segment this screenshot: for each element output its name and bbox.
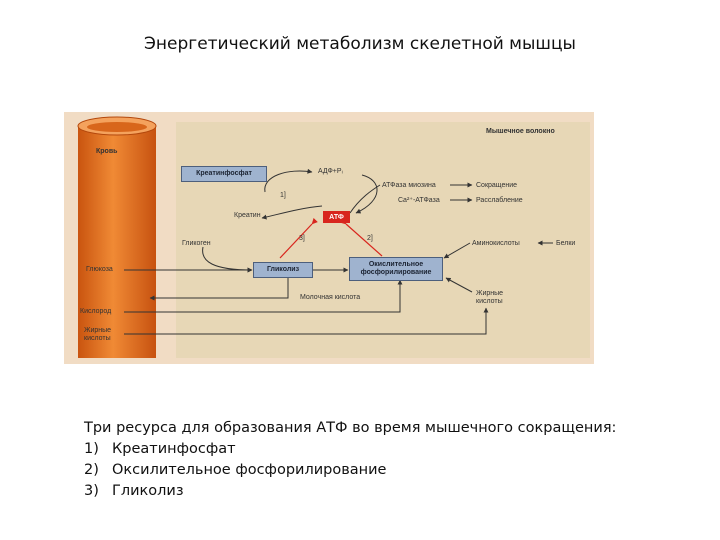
muscle-fiber-panel — [176, 122, 590, 358]
atp-box: АТФ — [323, 211, 350, 223]
caption-item-text: Гликолиз — [112, 483, 184, 499]
arrow-fatty-acids-to-oxphos — [445, 277, 473, 293]
creatine-phosphate-box: Креатинфосфат — [181, 166, 267, 182]
caption-item-text: Оксилительное фосфорилирование — [112, 462, 387, 478]
glycogen-label: Гликоген — [182, 240, 211, 247]
arrow-to-creatine — [261, 205, 323, 220]
blood-vessel — [77, 116, 157, 358]
fatty-acids-blood-label: Жирные кислоты — [84, 327, 111, 344]
vessel-label: Кровь — [96, 148, 118, 155]
page-title: Энергетический метаболизм скелетной мышц… — [144, 34, 576, 54]
glycolysis-box: Гликолиз — [253, 262, 313, 278]
step-2-label: 2] — [367, 235, 373, 242]
ca-atpase-label: Ca²⁺-АТФаза — [398, 197, 440, 204]
fatty-acids-blood-line-1: Жирные — [84, 327, 112, 334]
adp-pi-label: АДФ+Pᵢ — [318, 168, 343, 175]
caption-item-3: 3) Гликолиз — [84, 481, 616, 502]
caption-item-1: 1) Креатинфосфат — [84, 439, 616, 460]
fatty-acids-fiber-line-2: кислоты — [476, 298, 503, 306]
arrow-atp-to-atpase — [349, 184, 381, 214]
glucose-label: Глюкоза — [86, 266, 113, 273]
oxphos-line-1: Окислительное — [368, 260, 424, 268]
myosin-atpase-label: АТФаза миозина — [382, 182, 436, 189]
fiber-label: Мышечное волокно — [486, 128, 555, 135]
caption-item-number: 2) — [84, 462, 99, 478]
caption-intro: Три ресурса для образования АТФ во время… — [84, 420, 617, 436]
arrow-glycogen-to-glycolysis — [202, 246, 253, 273]
fatty-acids-fiber-line-1: Жирные — [476, 290, 504, 297]
arrow-lactic-acid — [149, 278, 289, 301]
fatty-acids-fiber-label: Жирные кислоты — [476, 290, 503, 307]
creatine-label: Креатин — [234, 212, 261, 219]
caption-item-text: Креатинфосфат — [112, 441, 236, 457]
proteins-label: Белки — [556, 240, 576, 247]
oxphos-line-2: фосфорилирование — [360, 269, 432, 276]
lactic-acid-label: Молочная кислота — [300, 294, 361, 301]
contraction-label: Сокращение — [476, 182, 518, 189]
caption: Три ресурса для образования АТФ во время… — [84, 418, 616, 502]
arrow-adp-to-atp — [355, 174, 378, 214]
caption-item-number: 1) — [84, 441, 99, 457]
step-1-label: 1] — [280, 192, 286, 199]
oxygen-label: Кислород — [80, 308, 112, 315]
amino-acids-label: Аминокислоты — [472, 240, 520, 247]
arrow-oxygen — [124, 279, 403, 313]
fatty-acids-blood-line-2: кислоты — [84, 335, 111, 343]
caption-item-2: 2) Оксилительное фосфорилирование — [84, 460, 616, 481]
arrow-amino-to-oxphos — [443, 242, 471, 259]
arrow-cp-to-adp — [264, 168, 313, 193]
caption-item-number: 3) — [84, 483, 99, 499]
arrow-blood-fatty-acids — [124, 307, 489, 335]
arrow-oxphos-to-atp — [339, 218, 383, 257]
arrow-glycolysis-to-atp — [279, 217, 318, 259]
step-3-label: 3] — [299, 235, 305, 242]
relaxation-label: Расслабление — [476, 197, 523, 204]
oxphos-box: Окислительное фосфорилирование — [349, 257, 443, 281]
